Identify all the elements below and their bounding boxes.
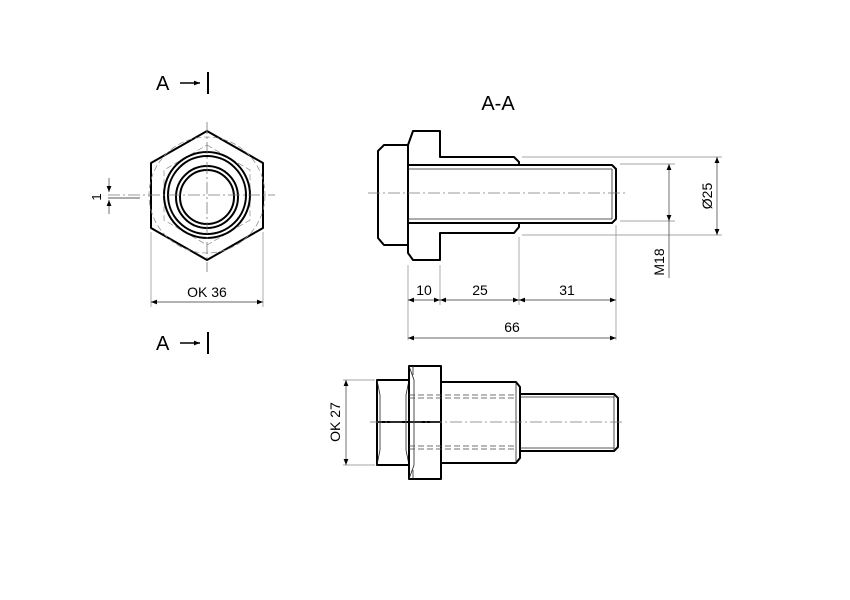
body-outline <box>441 381 521 464</box>
dim-label-31: 31 <box>559 282 575 298</box>
section-title: A-A <box>481 93 515 115</box>
dim-label-25: 25 <box>472 282 488 298</box>
section-marker-top: A <box>156 72 209 95</box>
hex-outline-36 <box>150 130 264 261</box>
thread-label: M18 <box>651 248 667 275</box>
across-flats-label: OK 27 <box>327 402 343 442</box>
end-view: 1 OK 36 <box>89 122 275 307</box>
hex-collar-36 <box>408 365 442 480</box>
body-section-upper <box>407 130 520 166</box>
stud-section <box>407 164 617 224</box>
collar-chamfer <box>408 365 415 480</box>
dim-label-10: 10 <box>416 282 432 298</box>
offset-dim-label: 1 <box>89 193 104 200</box>
section-view: A-A 10 25 31 66 M18 Ø25 <box>368 93 722 341</box>
dim-label-66: 66 <box>504 319 520 335</box>
section-marker-bottom: A <box>156 332 209 355</box>
side-view: OK 27 <box>327 365 625 480</box>
section-marker-label: A <box>156 333 170 355</box>
diameter-label: Ø25 <box>699 183 715 210</box>
across-flats-label: OK 36 <box>187 284 227 300</box>
nut-section <box>377 144 409 246</box>
body-section-lower <box>407 222 520 261</box>
stud-outline <box>520 393 619 452</box>
section-marker-label: A <box>156 73 170 95</box>
